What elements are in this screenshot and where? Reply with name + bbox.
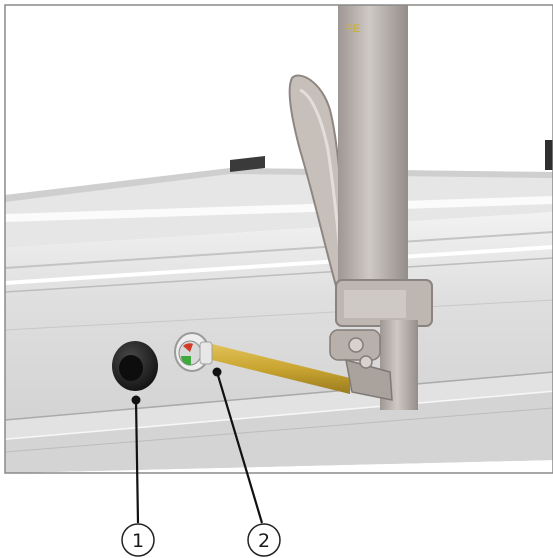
callout-1-circle — [121, 523, 155, 557]
callout-2-circle — [247, 523, 281, 557]
side-rail — [5, 140, 553, 473]
callout-1-number: 1 — [132, 530, 144, 552]
pole-marking: FE — [346, 23, 360, 35]
rail-knob — [112, 341, 158, 391]
figure-frame — [4, 4, 553, 474]
callout-1-leader — [134, 399, 140, 524]
callout-1: 1 — [121, 395, 155, 557]
callout-1-dot — [131, 395, 141, 405]
post-assembly: FE — [288, 5, 433, 410]
callout-2-leader — [215, 371, 264, 524]
callout-2-dot — [212, 367, 222, 377]
callout-2-number: 2 — [258, 530, 270, 552]
lock-pin — [174, 332, 350, 394]
rail-scene: FE — [5, 5, 553, 473]
callout-2: 2 — [212, 367, 281, 557]
